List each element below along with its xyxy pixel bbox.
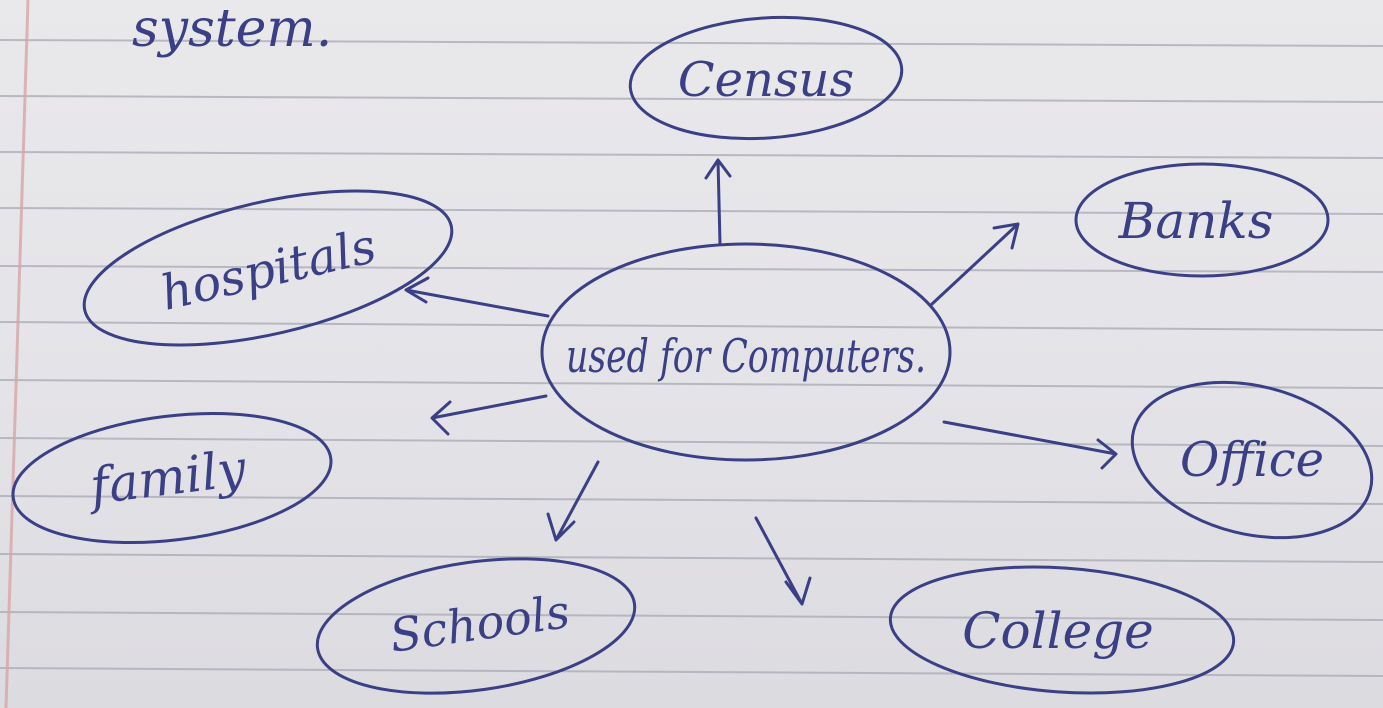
node-office: Office xyxy=(1130,380,1374,540)
office-label: Office xyxy=(1180,432,1324,488)
margin-line xyxy=(4,0,30,708)
node-family: family xyxy=(11,411,333,545)
arrow-to-census xyxy=(704,158,732,246)
college-ellipse xyxy=(888,565,1236,695)
arrow-to-office xyxy=(942,420,1118,470)
center-ellipse xyxy=(540,242,952,462)
arrow-to-banks xyxy=(930,222,1020,306)
node-college: College xyxy=(888,565,1236,695)
node-schools: Schools xyxy=(315,557,637,695)
center-node: used for Computers. xyxy=(540,242,952,462)
banks-ellipse xyxy=(1074,162,1330,278)
family-label: family xyxy=(83,439,250,516)
census-label: Census xyxy=(678,52,854,108)
family-ellipse xyxy=(11,411,333,545)
arrow-to-family xyxy=(430,394,548,436)
hospitals-ellipse xyxy=(82,189,454,347)
college-label: College xyxy=(962,602,1154,660)
office-ellipse xyxy=(1130,380,1374,540)
node-hospitals: hospitals xyxy=(82,189,454,347)
arrow-to-college xyxy=(754,516,812,606)
schools-ellipse xyxy=(315,557,637,695)
census-ellipse xyxy=(628,15,904,141)
schools-label: Schools xyxy=(386,584,572,663)
arrow-to-hospitals xyxy=(404,276,550,318)
banks-label: Banks xyxy=(1118,192,1274,250)
arrow-to-schools xyxy=(546,460,600,542)
center-label: used for Computers. xyxy=(566,329,926,383)
node-banks: Banks xyxy=(1074,162,1330,278)
hospitals-label: hospitals xyxy=(156,218,381,322)
node-census: Census xyxy=(628,15,904,141)
page-heading: system. xyxy=(132,0,332,59)
